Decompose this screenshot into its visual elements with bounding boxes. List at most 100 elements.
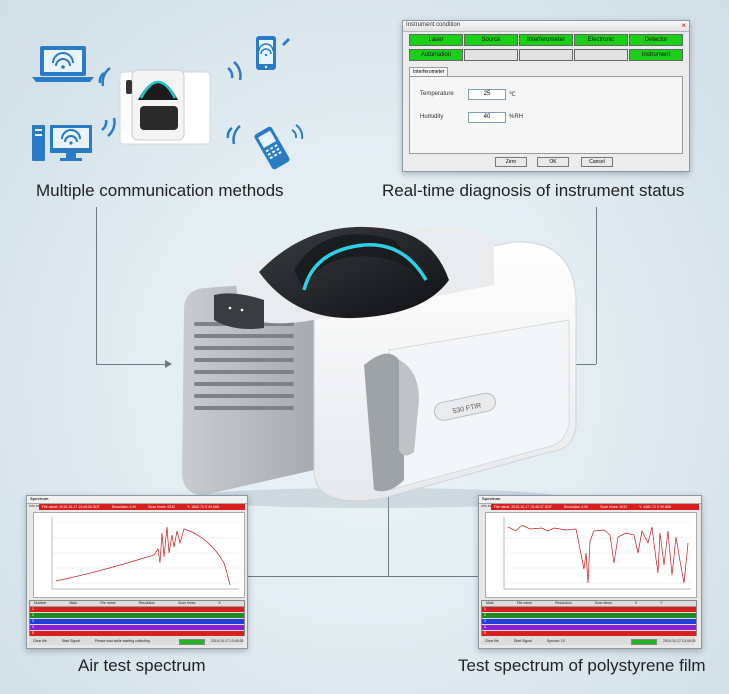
- table-row[interactable]: 2: [30, 613, 244, 619]
- spectrum-info-bar: File name: 2019-10-17 13:49:06.SDF Resol…: [39, 504, 245, 510]
- arrow-right-icon: [165, 360, 172, 368]
- status-electronic[interactable]: Electronic: [574, 34, 628, 46]
- status-instrument[interactable]: Instrument: [629, 49, 683, 61]
- connector-line: [96, 207, 97, 364]
- spectrum-title: Spectrum: [482, 496, 501, 501]
- status-source[interactable]: Source: [464, 34, 518, 46]
- status-automation[interactable]: Automation: [409, 49, 463, 61]
- caption-diagnosis: Real-time diagnosis of instrument status: [382, 181, 685, 200]
- status-bar: Clear file Start Signal Spectra: 10 2019…: [481, 637, 696, 645]
- spectrum-plot[interactable]: [33, 512, 245, 598]
- clear-file-button[interactable]: Clear file: [485, 639, 499, 643]
- window-titlebar: Instrument condition ×: [403, 21, 689, 32]
- table-row[interactable]: 4: [482, 625, 696, 631]
- column-header: Scan times: [178, 601, 196, 605]
- status-empty-1[interactable]: [464, 49, 518, 61]
- humidity-field[interactable]: [468, 112, 506, 123]
- status-empty-3[interactable]: [574, 49, 628, 61]
- polystyrene-spectrum-window: Spectrum Info bar File name: 2019-10-17 …: [478, 495, 702, 649]
- info-filename: File name: 2019-10-17 13:49:06.SDF: [42, 505, 100, 509]
- info-filename: File name: 2019-10-17 13:46:37.SDF: [494, 505, 552, 509]
- temperature-unit: ℃: [509, 92, 516, 98]
- interferometer-panel: Temperature ℃ Humidity %RH: [409, 76, 683, 154]
- temperature-label: Temperature: [420, 91, 454, 97]
- window-title: Instrument condition: [406, 22, 461, 28]
- column-header: Resolution: [138, 601, 156, 605]
- spectrum-titlebar: Spectrum: [27, 496, 247, 504]
- status-laser[interactable]: Laser: [409, 34, 463, 46]
- tab-interferometer[interactable]: Interferometer: [409, 67, 449, 76]
- spectrum-plot[interactable]: [485, 512, 697, 598]
- table-row[interactable]: 4: [30, 625, 244, 631]
- clear-file-button[interactable]: Clear file: [33, 639, 47, 643]
- table-header: Number Mark File name Resolution Scan ti…: [30, 601, 244, 607]
- spectrum-table: Number Mark File name Resolution Scan ti…: [29, 600, 245, 637]
- ok-button[interactable]: OK: [537, 157, 569, 167]
- start-signal-button[interactable]: Start Signal: [513, 639, 532, 643]
- info-scan-times: Scan times: 0032: [148, 505, 176, 509]
- caption-air-spectrum: Air test spectrum: [78, 656, 206, 675]
- info-bar-tab[interactable]: Info bar: [481, 504, 493, 508]
- table-row[interactable]: 3: [30, 619, 244, 625]
- connector-line: [596, 207, 597, 364]
- info-bar-tab[interactable]: Info bar: [29, 504, 41, 508]
- ftir-instrument: 530 FTIR: [164, 220, 584, 510]
- status-timestamp: 2019-10-17 13:49:25: [663, 639, 696, 643]
- spectrum-titlebar: Spectrum: [479, 496, 701, 504]
- column-header: Resolution: [555, 601, 572, 605]
- status-message: Please wait while starting collecting: [94, 639, 150, 643]
- column-header: Scan times: [594, 601, 612, 605]
- column-header: File name: [100, 601, 116, 605]
- status-message: Spectra: 10: [546, 639, 565, 643]
- table-row[interactable]: 2: [482, 613, 696, 619]
- close-icon[interactable]: ×: [681, 21, 686, 30]
- laptop-icon: [32, 46, 94, 82]
- status-detector[interactable]: Detector: [629, 34, 683, 46]
- caption-communication: Multiple communication methods: [36, 181, 284, 200]
- table-row[interactable]: 5: [30, 631, 244, 637]
- instrument-condition-window: Instrument condition × Laser Source Inte…: [402, 20, 690, 172]
- connector-line: [96, 364, 166, 365]
- column-header: Mark: [486, 601, 494, 605]
- desktop-computer-icon: [32, 125, 92, 161]
- instrument-thumbnail: [119, 69, 211, 145]
- spectrum-title: Spectrum: [30, 496, 49, 501]
- table-row[interactable]: 1: [30, 607, 244, 613]
- info-cursor: Y: 3481.72 X 99.868: [639, 505, 671, 509]
- progress-bar: [631, 639, 657, 645]
- humidity-label: Humidity: [420, 114, 444, 120]
- column-header: X: [634, 601, 638, 605]
- column-header: X: [218, 601, 221, 605]
- start-signal-button[interactable]: Start Signal: [61, 639, 80, 643]
- signal-wave-icon: [291, 124, 304, 140]
- connector-line: [248, 576, 478, 577]
- status-empty-2[interactable]: [519, 49, 573, 61]
- cancel-button[interactable]: Cancel: [581, 157, 613, 167]
- spectrum-info-bar: File name: 2019-10-17 13:46:37.SDF Resol…: [491, 504, 699, 510]
- info-resolution: Resolution 4.00: [111, 505, 137, 509]
- caption-polystyrene-spectrum: Test spectrum of polystyrene film: [458, 656, 706, 675]
- table-row[interactable]: 5: [482, 631, 696, 637]
- column-header: File name: [516, 601, 533, 605]
- wifi-wave-icon: [98, 61, 242, 145]
- info-cursor: Y: 1842.73 X 99.866: [187, 505, 219, 509]
- column-header: Mark: [69, 601, 78, 605]
- table-header: Mark File name Resolution Scan times X Y: [482, 601, 696, 607]
- column-header: Number: [34, 601, 47, 605]
- progress-bar: [179, 639, 205, 645]
- connector-line: [388, 495, 389, 576]
- status-timestamp: 2019-10-17 13:49:26: [211, 639, 244, 643]
- temperature-field[interactable]: [468, 89, 506, 100]
- info-resolution: Resolution 4.00: [563, 505, 589, 509]
- status-interferometer[interactable]: Interferometer: [519, 34, 573, 46]
- communication-illustration: [20, 30, 320, 180]
- spectrum-table: Mark File name Resolution Scan times X Y…: [481, 600, 697, 637]
- status-bar: Clear file Start Signal Please wait whil…: [29, 637, 244, 645]
- zero-button[interactable]: Zero: [495, 157, 527, 167]
- info-scan-times: Scan times: 0032: [600, 505, 628, 509]
- column-header: Y: [660, 601, 663, 605]
- table-row[interactable]: 3: [482, 619, 696, 625]
- smartphone-icon: [256, 36, 290, 70]
- mobile-phone-icon: [254, 126, 290, 170]
- table-row[interactable]: 1: [482, 607, 696, 613]
